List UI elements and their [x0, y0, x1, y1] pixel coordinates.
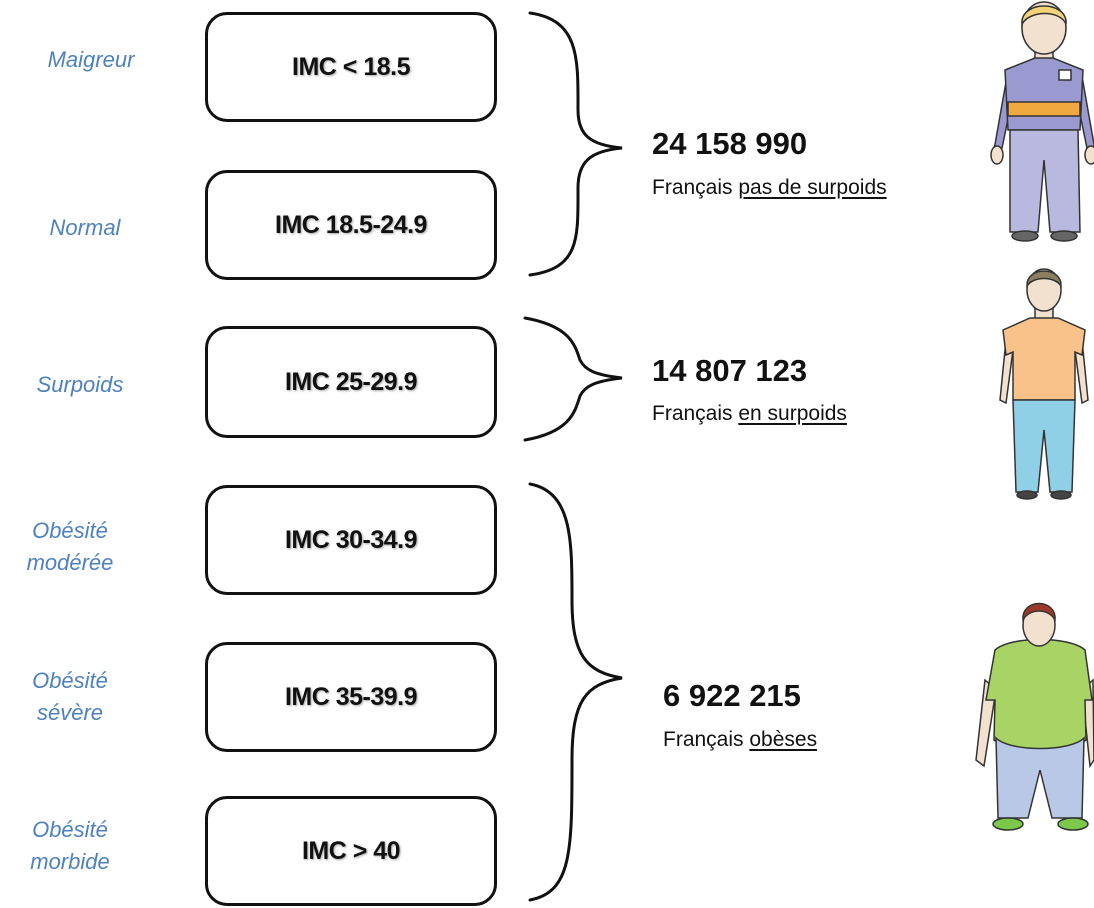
category-obesite-morbide: Obésité morbide — [8, 814, 132, 878]
group-prefix: Français — [652, 176, 739, 199]
imc-box-label: IMC > 40 — [301, 836, 401, 865]
imc-box-obesite-morbide: IMC > 40 — [205, 796, 497, 906]
thin-man-icon — [990, 1, 1094, 242]
imc-box-obesite-severe: IMC 35-39.9 — [205, 642, 497, 752]
imc-box-label: IMC < 18.5 — [292, 52, 410, 81]
group-description-obeses: Français obèses — [663, 728, 817, 752]
group-count-surpoids: 14 807 123 — [652, 353, 808, 388]
category-surpoids: Surpoids — [36, 372, 124, 397]
group-underlined-label: en surpoids — [738, 402, 847, 425]
group-count-obeses: 6 922 215 — [663, 678, 801, 713]
imc-box-normal: IMC 18.5-24.9 — [205, 170, 497, 280]
imc-box-label: IMC 18.5-24.9 — [275, 210, 427, 239]
category-line: sévère — [36, 700, 104, 725]
group-underlined-label: pas de surpoids — [738, 176, 887, 199]
brace-pas-de-surpoids — [528, 11, 623, 277]
category-line: morbide — [30, 849, 110, 874]
imc-box-maigreur: IMC < 18.5 — [205, 12, 497, 122]
imc-box-obesite-moderee: IMC 30-34.9 — [205, 485, 497, 595]
overweight-man-icon — [999, 268, 1089, 500]
group-prefix: Français — [663, 728, 750, 751]
imc-box-label: IMC 35-39.9 — [284, 682, 418, 711]
category-line: modérée — [26, 550, 114, 575]
imc-box-surpoids: IMC 25-29.9 — [205, 326, 497, 438]
brace-surpoids — [523, 316, 623, 442]
group-count-pas-de-surpoids: 24 158 990 — [652, 126, 808, 161]
category-normal: Normal — [49, 215, 121, 240]
group-prefix: Français — [652, 402, 739, 425]
category-obesite-severe: Obésité sévère — [8, 665, 132, 729]
category-obesite-moderee: Obésité modérée — [8, 515, 132, 579]
category-line: Obésité — [32, 518, 108, 543]
group-description-surpoids: Français en surpoids — [652, 402, 847, 426]
obese-man-icon — [975, 602, 1094, 831]
group-description-pas-de-surpoids: Français pas de surpoids — [652, 176, 887, 200]
group-underlined-label: obèses — [749, 728, 818, 751]
category-line: Obésité — [32, 668, 108, 693]
category-line: Obésité — [32, 817, 108, 842]
brace-obeses — [528, 482, 623, 902]
imc-box-label: IMC 25-29.9 — [284, 367, 418, 396]
imc-box-label: IMC 30-34.9 — [284, 525, 418, 554]
category-maigreur: Maigreur — [47, 47, 135, 72]
